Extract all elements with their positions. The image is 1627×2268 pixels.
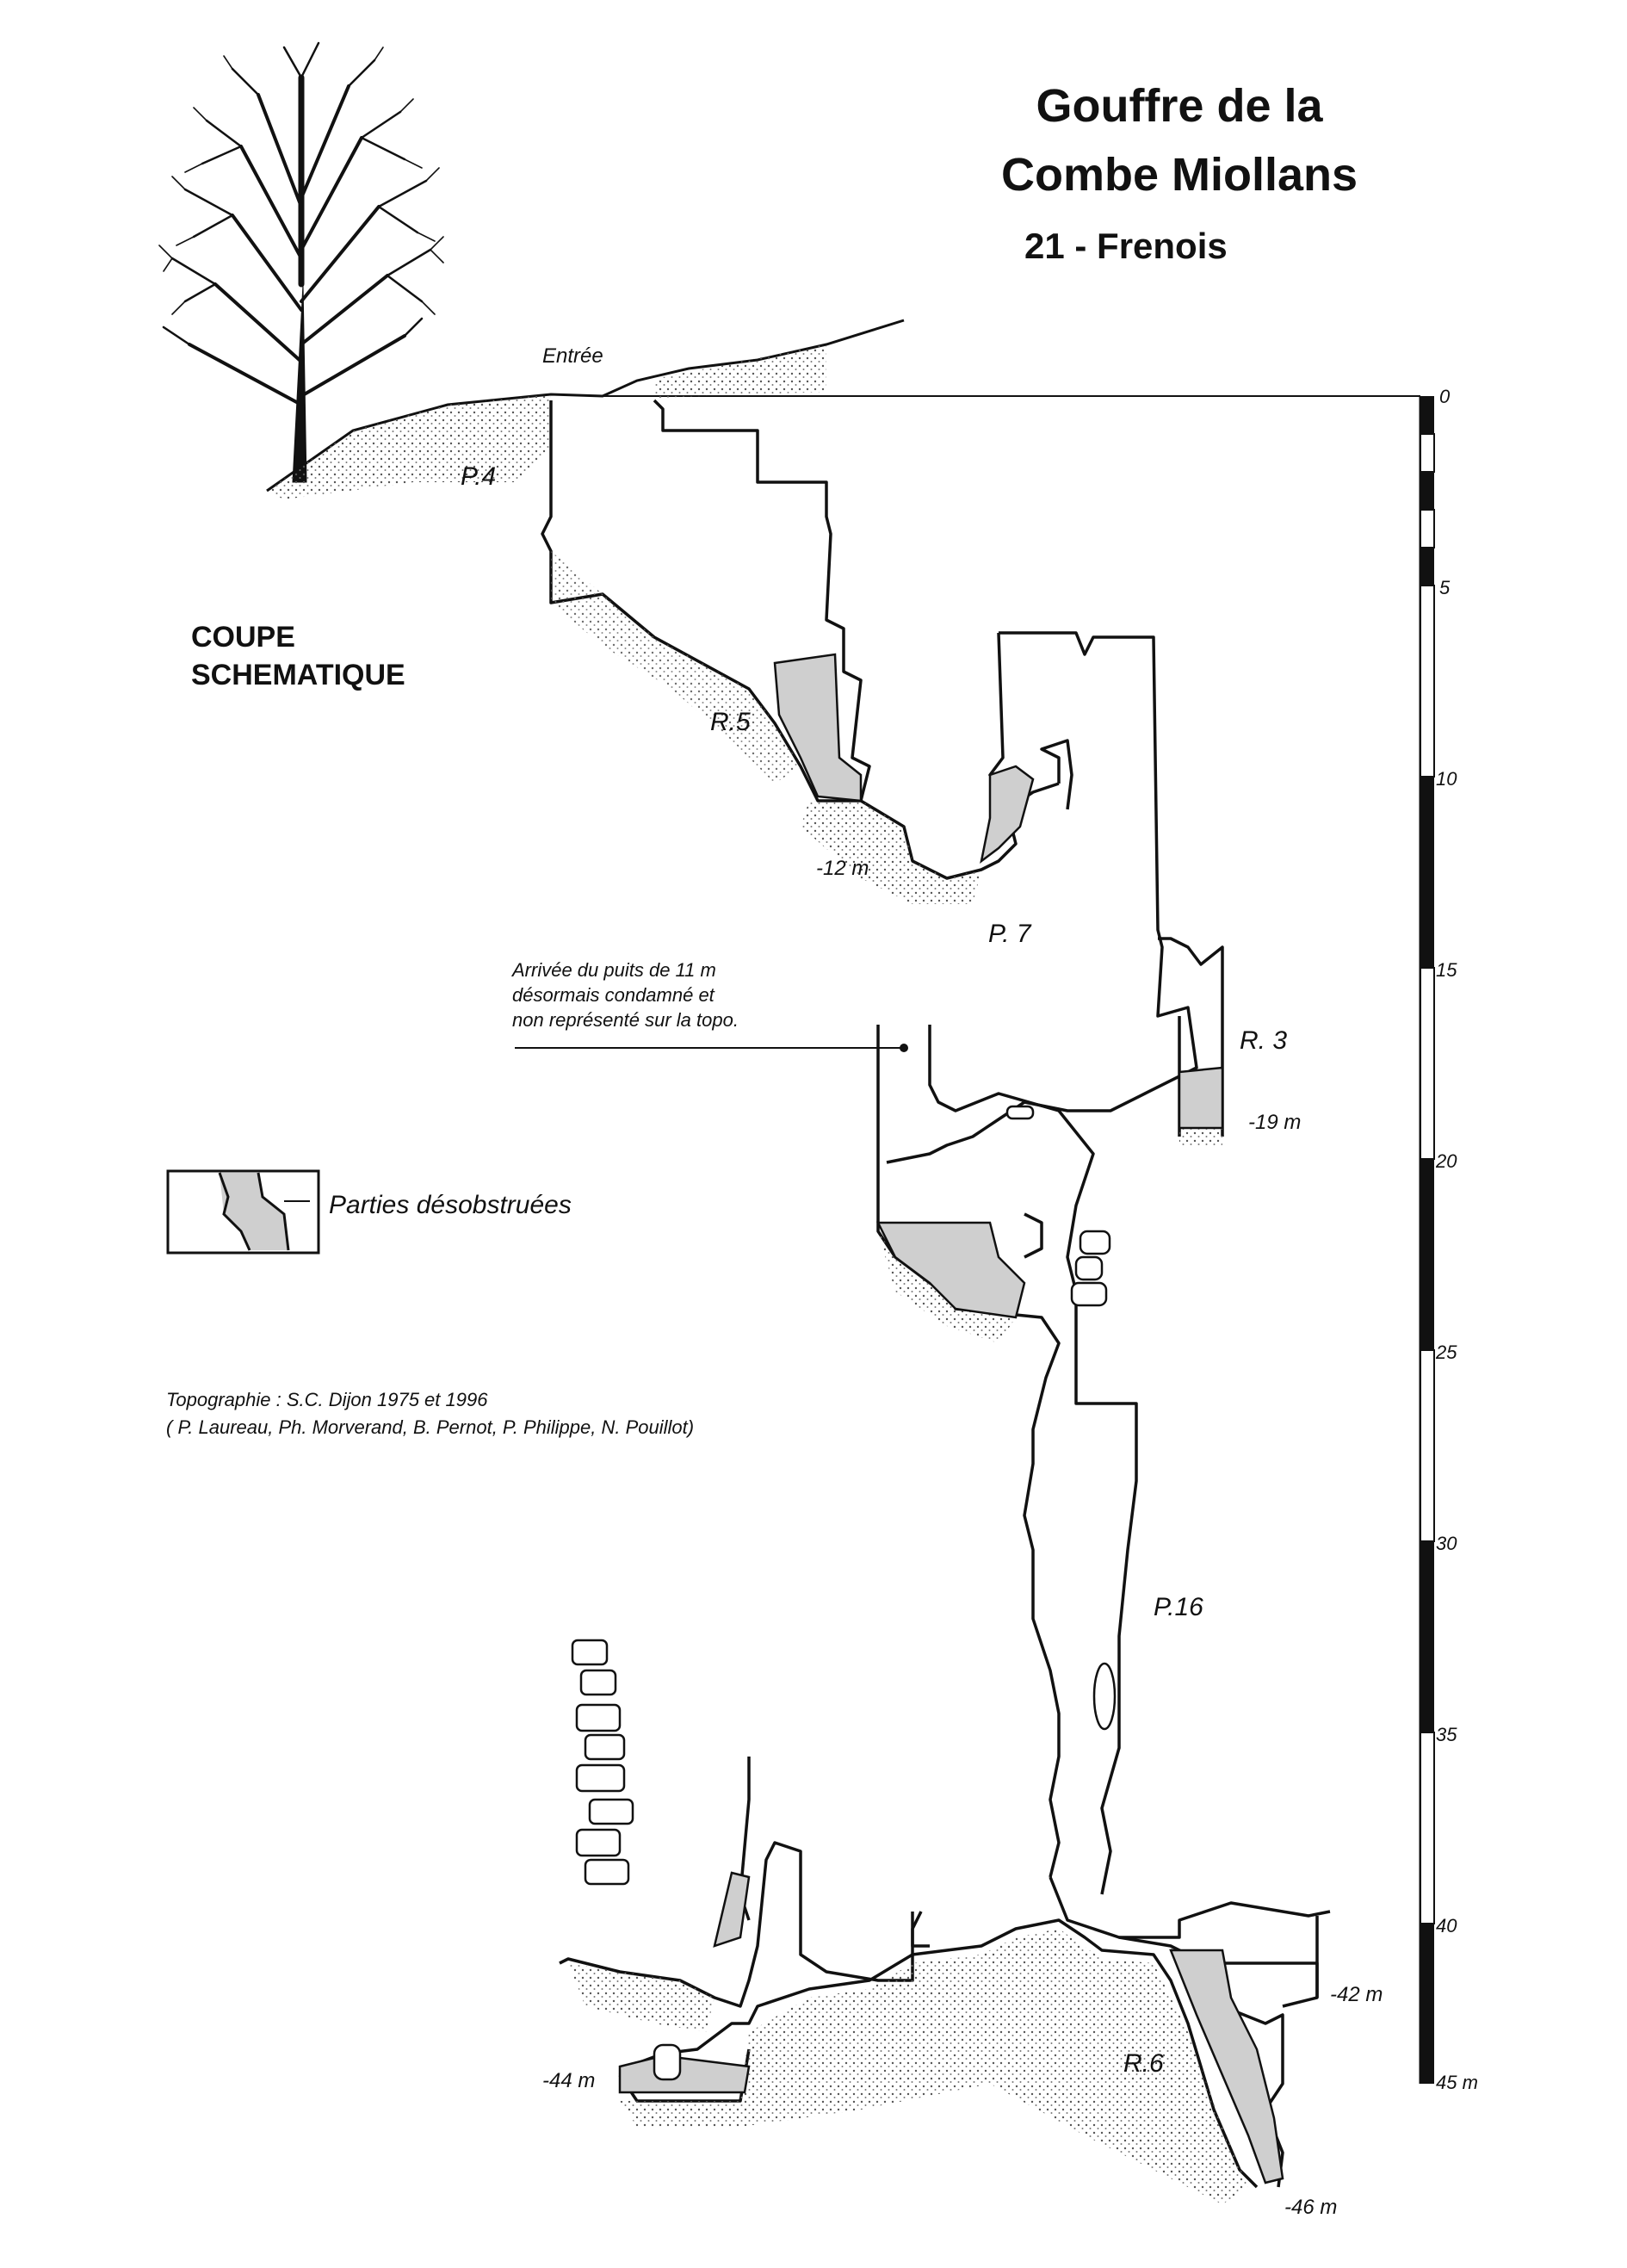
depth-scale-bar (1419, 396, 1435, 2084)
pitch-label-r6: R.6 (1123, 2049, 1164, 2078)
pitch-label-r3: R. 3 (1240, 1026, 1288, 1055)
scale-tick-label: 10 (1436, 768, 1457, 790)
tree-icon (158, 41, 444, 483)
survey-credits: Topographie : S.C. Dijon 1975 et 1996 ( … (166, 1386, 694, 1441)
legend-swatch (166, 1169, 320, 1255)
scale-tick-label: 35 (1436, 1724, 1457, 1745)
page-title: Gouffre de la (1036, 80, 1323, 132)
surface-soil (267, 394, 551, 499)
scale-tick-label: 20 (1436, 1150, 1457, 1172)
entrance-label: Entrée (542, 344, 603, 368)
boulders (571, 1105, 1117, 2081)
floor-sediment (568, 1963, 715, 2032)
surface-soil (654, 344, 826, 398)
location-subtitle: 21 - Frenois (1024, 226, 1228, 266)
legend-label: Parties désobstruées (329, 1191, 572, 1219)
depth-label-44: -44 m (542, 2069, 596, 2092)
scale-tick-label: 0 (1439, 386, 1451, 407)
floor-sediment (551, 551, 801, 784)
depth-label-19: -19 m (1248, 1111, 1302, 1134)
scale-tick-label: 5 (1439, 577, 1451, 598)
floor-sediment (620, 1929, 1248, 2204)
scale-tick-label: 40 (1436, 1915, 1457, 1936)
scale-tick-label: 15 (1436, 959, 1457, 981)
section-heading: COUPE (191, 621, 295, 654)
pitch-label-r5: R.5 (710, 708, 751, 736)
scale-tick-label: 45 m (1436, 2072, 1478, 2093)
scale-tick-label: 25 (1436, 1342, 1457, 1363)
pitch-label-p16: P.16 (1154, 1593, 1203, 1621)
annotation-line: Arrivée du puits de 11 m (512, 959, 716, 981)
annotation-line: désormais condamné et (512, 984, 715, 1006)
annotation-note: Arrivée du puits de 11 m désormais conda… (512, 957, 739, 1032)
floor-sediment (801, 801, 981, 904)
depth-label-12: -12 m (816, 857, 869, 880)
page-title-line2: Combe Miollans (1000, 149, 1358, 201)
scale-tick-label: 30 (1436, 1533, 1457, 1554)
floor-sediment (1179, 1128, 1222, 1145)
depth-label-46: -46 m (1284, 2196, 1338, 2219)
section-heading-line2: SCHEMATIQUE (191, 659, 405, 691)
pitch-label-p4: P.4 (461, 462, 497, 491)
depth-label-42: -42 m (1330, 1983, 1383, 2006)
cleared-sections (618, 653, 1284, 2184)
floor-sediment (878, 1231, 1016, 1343)
credits-line: Topographie : S.C. Dijon 1975 et 1996 (166, 1389, 488, 1410)
pitch-label-p7: P. 7 (988, 920, 1031, 948)
credits-line: ( P. Laureau, Ph. Morverand, B. Pernot, … (166, 1416, 695, 1438)
annotation-line: non représenté sur la topo. (512, 1009, 739, 1031)
